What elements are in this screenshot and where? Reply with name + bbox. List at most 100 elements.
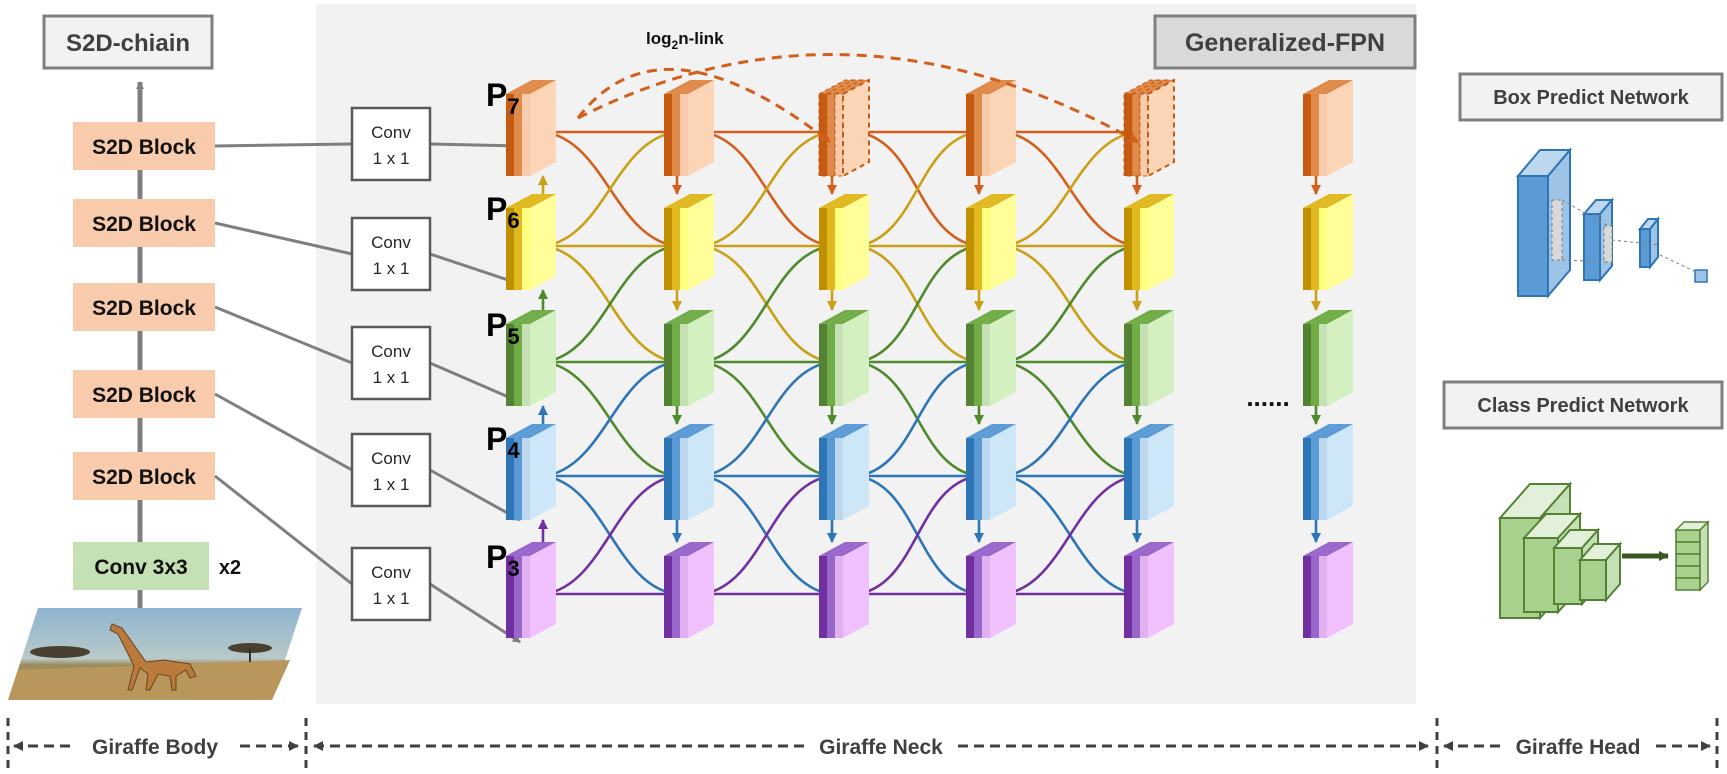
- feature-map-cube: [1303, 424, 1353, 520]
- svg-text:S2D Block: S2D Block: [92, 466, 196, 489]
- feature-map-cube: [966, 194, 1016, 290]
- feature-map-cube: [1303, 80, 1353, 176]
- feature-map-cube: [819, 194, 869, 290]
- feature-map-cube: [664, 542, 714, 638]
- svg-text:1 x 1: 1 x 1: [373, 149, 410, 168]
- box-predict-network-icon: [1515, 147, 1708, 299]
- gfpn-title: Generalized-FPN: [1185, 29, 1385, 57]
- bottom-up-arrow: [544, 472, 676, 596]
- footer-head-label: Giraffe Head: [1516, 736, 1641, 759]
- footer-body-span: Giraffe Body: [6, 718, 308, 774]
- feature-map-cube: [1303, 542, 1353, 638]
- svg-text:Conv: Conv: [371, 233, 411, 252]
- bottom-up-arrow: [702, 128, 831, 248]
- feature-map-cube: [1123, 78, 1175, 178]
- feature-map-cube: [966, 542, 1016, 638]
- feature-map-cube: [506, 194, 556, 290]
- svg-text:S2D Block: S2D Block: [92, 297, 196, 320]
- feature-map-cube: [506, 542, 556, 638]
- conv1x1-box: Conv 1 x 1: [214, 392, 521, 522]
- level-label: P3: [486, 539, 520, 581]
- giraffe-icon: [109, 623, 197, 691]
- feature-map-cube: [1124, 194, 1174, 290]
- bottom-up-arrow: [857, 242, 978, 364]
- feature-map-cube: [966, 310, 1016, 406]
- level-label: P6: [486, 191, 520, 233]
- bottom-up-arrow: [857, 358, 978, 478]
- bottom-up-arrow: [857, 128, 978, 248]
- bottom-up-arrow: [544, 358, 676, 478]
- feature-map-cube: [966, 80, 1016, 176]
- bottom-up-arrow: [1004, 242, 1136, 364]
- bottom-up-arrow: [857, 472, 978, 596]
- box-predict-label-box: [1458, 72, 1724, 122]
- feature-map-cube: [664, 310, 714, 406]
- footer-head-span: Giraffe Head: [1443, 718, 1719, 774]
- feature-map-cube: [506, 424, 556, 520]
- s2d-chain-label: S2D-chiain: [66, 30, 190, 57]
- s2d-block: S2D Block: [73, 122, 215, 170]
- s2d-block: S2D Block: [73, 199, 215, 247]
- feature-map-cube: [819, 424, 869, 520]
- stem-conv-label: Conv 3x3: [94, 556, 187, 579]
- svg-text:Conv: Conv: [371, 342, 411, 361]
- svg-text:1 x 1: 1 x 1: [373, 589, 410, 608]
- svg-text:S2D Block: S2D Block: [92, 213, 196, 236]
- level-label: P5: [486, 307, 520, 349]
- log2n-link-label: log2n-link: [646, 29, 724, 52]
- svg-text:Conv: Conv: [371, 563, 411, 582]
- conv1x1-box: Conv 1 x 1: [214, 474, 521, 644]
- feature-map-cube: [1303, 310, 1353, 406]
- log2n-link-arc: [577, 53, 1139, 144]
- footer-body-label: Giraffe Body: [92, 736, 218, 759]
- s2d-block: S2D Block: [73, 370, 215, 418]
- conv1x1-box: Conv 1 x 1: [214, 106, 521, 182]
- feature-map-cube: [1124, 424, 1174, 520]
- svg-text:1 x 1: 1 x 1: [373, 475, 410, 494]
- log2n-link-arc: [576, 67, 831, 144]
- level-label: P4: [486, 421, 520, 463]
- footer-neck-label: Giraffe Neck: [819, 736, 943, 759]
- class-predict-label-box: [1442, 380, 1724, 430]
- svg-text:S2D Block: S2D Block: [92, 384, 196, 407]
- bottom-up-arrow: [702, 358, 831, 478]
- bottom-up-arrow: [1004, 358, 1136, 478]
- stem-repeat-label: x2: [219, 557, 241, 579]
- feature-map-cube: [664, 80, 714, 176]
- s2d-block: S2D Block: [73, 452, 215, 500]
- cross-scale-connections: [538, 127, 1321, 599]
- s2d-chain-box: [42, 14, 214, 70]
- feature-map-cube: [819, 542, 869, 638]
- svg-text:1 x 1: 1 x 1: [373, 259, 410, 278]
- bottom-up-arrow: [702, 472, 831, 596]
- gfpn-title-box: [1153, 14, 1417, 70]
- feature-map-cube: [1124, 310, 1174, 406]
- level-label: P7: [486, 77, 520, 119]
- conv1x1-box: Conv 1 x 1: [214, 305, 521, 404]
- svg-text:Conv: Conv: [371, 449, 411, 468]
- bottom-up-arrow: [544, 242, 676, 364]
- feature-map-cube: [818, 78, 870, 178]
- conv1x1-box: Conv 1 x 1: [214, 216, 521, 292]
- feature-map-cube: [1303, 194, 1353, 290]
- footer-neck-span: Giraffe Neck: [313, 718, 1439, 774]
- stem-conv-box: [73, 542, 209, 590]
- feature-map-cube: [819, 310, 869, 406]
- feature-map-cube: [664, 194, 714, 290]
- feature-map-cube: [506, 310, 556, 406]
- svg-text:Conv: Conv: [371, 123, 411, 142]
- bottom-up-arrow: [1004, 128, 1136, 248]
- input-image: [8, 608, 302, 700]
- feature-map-cube: [664, 424, 714, 520]
- box-predict-label: Box Predict Network: [1493, 87, 1689, 109]
- ellipsis-label: ......: [1246, 382, 1289, 412]
- bottom-up-arrow: [544, 128, 676, 248]
- bottom-up-arrow: [1004, 472, 1136, 596]
- class-predict-label: Class Predict Network: [1477, 395, 1689, 417]
- s2d-block: S2D Block: [73, 283, 215, 331]
- feature-map-cube: [1124, 542, 1174, 638]
- svg-text:1 x 1: 1 x 1: [373, 368, 410, 387]
- svg-text:S2D Block: S2D Block: [92, 136, 196, 159]
- class-predict-network-icon: [1497, 481, 1710, 621]
